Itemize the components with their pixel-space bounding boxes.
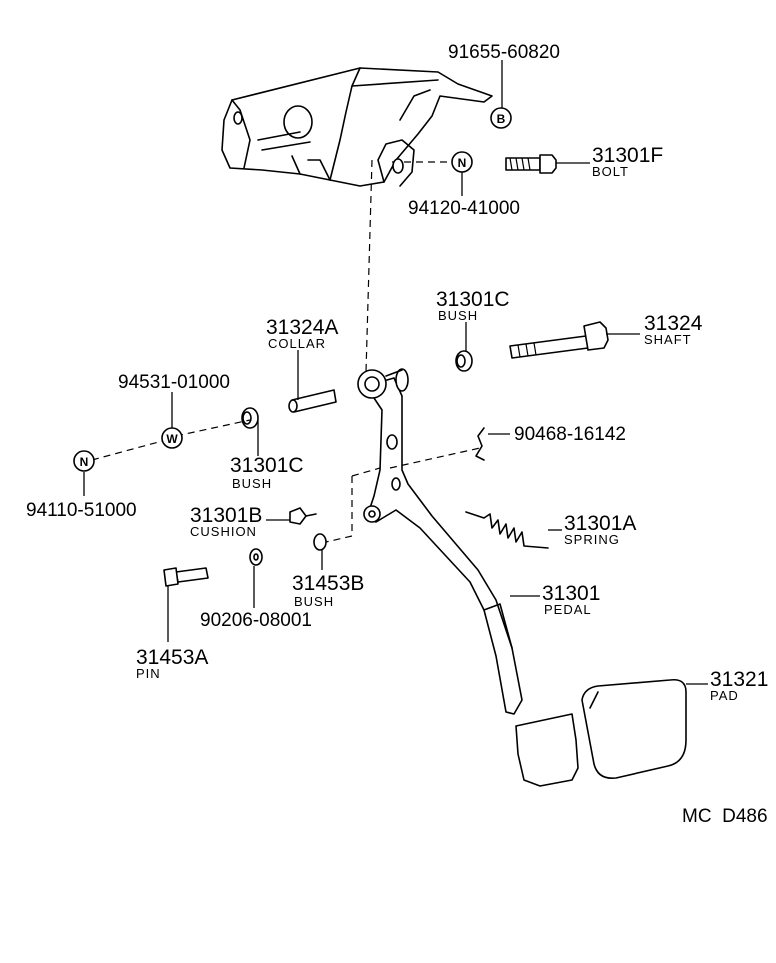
part-number-94110: 94110-51000 — [26, 500, 137, 521]
part-number-31301f: 31301F — [592, 144, 663, 167]
part-name-pin: PIN — [136, 666, 161, 681]
part-number-91655: 91655-60820 — [448, 42, 560, 63]
part-name-pedal: PEDAL — [544, 602, 592, 617]
part-number-94120: 94120-41000 — [408, 198, 520, 219]
pin-31453a — [163, 567, 209, 587]
symbol-n-top: N — [451, 151, 473, 173]
pedal-pad-mounted — [515, 713, 579, 787]
part-name-bush-31453b: BUSH — [294, 594, 334, 609]
part-number-31324a: 31324A — [266, 316, 338, 339]
diagram-code: MC D486 — [682, 806, 768, 827]
part-number-90206: 90206-08001 — [200, 610, 312, 631]
symbol-b: B — [490, 107, 512, 129]
part-number-94531: 94531-01000 — [118, 372, 230, 393]
part-name-cushion: CUSHION — [190, 524, 257, 539]
part-number-31301c-top: 31301C — [436, 288, 510, 311]
part-number-31453b: 31453B — [292, 572, 364, 595]
part-number-31301a: 31301A — [564, 512, 636, 535]
part-name-shaft: SHAFT — [644, 332, 692, 347]
nut-94120 — [392, 158, 404, 174]
pad-31321 — [581, 678, 687, 780]
part-name-bush-left: BUSH — [232, 476, 272, 491]
bush-31301c-top — [455, 350, 473, 372]
part-name-bush-top: BUSH — [438, 308, 478, 323]
collar-31324a — [288, 389, 337, 413]
part-name-pad: PAD — [710, 688, 739, 703]
bolt-31301f — [505, 154, 557, 174]
part-name-collar: COLLAR — [268, 336, 326, 351]
cushion-31301b — [289, 507, 317, 525]
svg-text:B: B — [497, 112, 506, 126]
shaft-31324 — [509, 321, 609, 359]
svg-text:N: N — [80, 455, 89, 469]
symbol-n-left: N — [73, 450, 95, 472]
part-number-31301: 31301 — [542, 582, 600, 605]
part-number-31301b: 31301B — [190, 504, 262, 527]
cotter-pin-90468 — [475, 427, 485, 461]
part-number-31321: 31321 — [710, 668, 768, 691]
bush-31453b — [313, 533, 327, 551]
bush-31301c-left — [241, 407, 259, 429]
pedal-bracket — [221, 67, 493, 187]
spring-31301a — [465, 511, 549, 549]
washer-90206 — [249, 548, 263, 566]
part-number-90468: 90468-16142 — [514, 424, 626, 445]
part-name-spring: SPRING — [564, 532, 620, 547]
part-number-31301c-left: 31301C — [230, 454, 304, 477]
symbol-w: W — [161, 427, 183, 449]
svg-text:W: W — [166, 432, 178, 446]
svg-text:N: N — [458, 156, 467, 170]
assembly-lines — [91, 159, 481, 543]
part-name-bolt: BOLT — [592, 164, 629, 179]
part-number-31453a: 31453A — [136, 646, 208, 669]
part-number-31324: 31324 — [644, 312, 703, 335]
leader-lines — [83, 60, 708, 685]
pedal-31301 — [357, 368, 523, 715]
